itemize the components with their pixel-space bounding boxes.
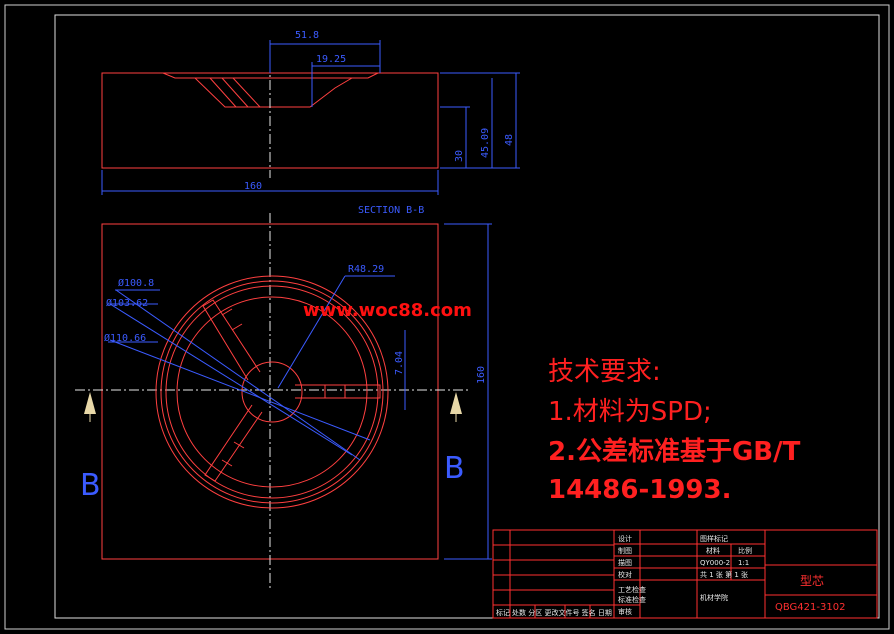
section-arrow-right <box>450 392 462 414</box>
tb-company: 机材学院 <box>700 593 728 602</box>
tb-material-code: QY000-2 <box>700 559 730 567</box>
tb-process: 工艺检查 <box>618 585 646 594</box>
dim-30: 30 <box>454 150 465 162</box>
plan-view: Ø100.8 Ø103.62 Ø110.66 R48.29 7.04 160 B… <box>75 213 492 590</box>
hub-circle <box>241 361 303 423</box>
title-block-frame <box>492 529 878 619</box>
section-label: SECTION B-B <box>358 205 424 216</box>
req-title: 技术要求: <box>548 357 661 387</box>
recess-line <box>209 77 237 108</box>
leader-lines <box>108 223 492 560</box>
technical-requirements: 技术要求: 1.材料为SPD; 2.公差标准基于GB/T 14486-1993. <box>548 357 801 505</box>
dim-48: 48 <box>504 134 515 146</box>
req-line-2: 2.公差标准基于GB/T <box>548 436 801 467</box>
sheet-outer-border <box>4 4 890 630</box>
tb-material: 材料 <box>706 546 720 555</box>
dim-51-8: 51.8 <box>295 30 319 41</box>
tb-scale-value: 1:1 <box>738 559 749 567</box>
tb-rev-cols: 处数 分区 更改文件号 签名 日期 <box>512 608 612 617</box>
tb-approve: 审核 <box>618 607 632 616</box>
dim-7-04: 7.04 <box>394 351 405 375</box>
tb-part-name: 型芯 <box>800 574 824 588</box>
tb-scale: 比例 <box>738 546 752 555</box>
section-arrow-left <box>84 392 96 414</box>
circle-inner <box>176 296 368 488</box>
tb-standard: 标准检查 <box>618 595 646 604</box>
tb-part-number: QBG421-3102 <box>775 602 845 613</box>
tb-sheets: 共 1 张 第 1 张 <box>700 570 748 579</box>
tb-check: 校对 <box>618 570 632 579</box>
dim-160-bottom: 160 <box>244 181 262 192</box>
dim-160-right: 160 <box>476 366 487 384</box>
tb-rev-mark: 标记 <box>496 608 510 617</box>
circle-103-62 <box>160 280 384 504</box>
tb-trace: 描图 <box>618 558 632 567</box>
spokes <box>202 299 381 482</box>
circle-100-8 <box>165 285 379 499</box>
tb-drawing: 制图 <box>618 546 632 555</box>
watermark-text: www.woc88.com <box>303 300 472 321</box>
req-line-3: 14486-1993. <box>548 475 732 505</box>
tb-design: 设计 <box>618 534 632 543</box>
dim-r-48-29: R48.29 <box>348 264 384 275</box>
tb-drawing-mark: 图样标记 <box>700 534 728 543</box>
dim-dia-110-66: Ø110.66 <box>104 332 146 344</box>
circle-110-66 <box>155 275 389 509</box>
dim-dia-100-8: Ø100.8 <box>118 277 154 289</box>
dim-45: 45.09 <box>480 128 491 158</box>
dim-19-25: 19.25 <box>316 54 346 65</box>
section-marker-right: B <box>444 451 465 486</box>
section-marker-left: B <box>80 468 101 503</box>
section-view: 51.8 19.25 160 30 45.09 48 SECTION B-B <box>101 30 520 216</box>
recess-line <box>221 77 249 108</box>
title-block: 设计 制图 描图 校对 工艺检查 标准检查 审核 图样标记 材料 比例 QY00… <box>492 529 878 619</box>
sheet-inner-border <box>54 14 880 619</box>
dim-dia-103-62: Ø103.62 <box>106 297 148 309</box>
req-line-1: 1.材料为SPD; <box>548 397 712 427</box>
recess-line <box>232 77 261 108</box>
